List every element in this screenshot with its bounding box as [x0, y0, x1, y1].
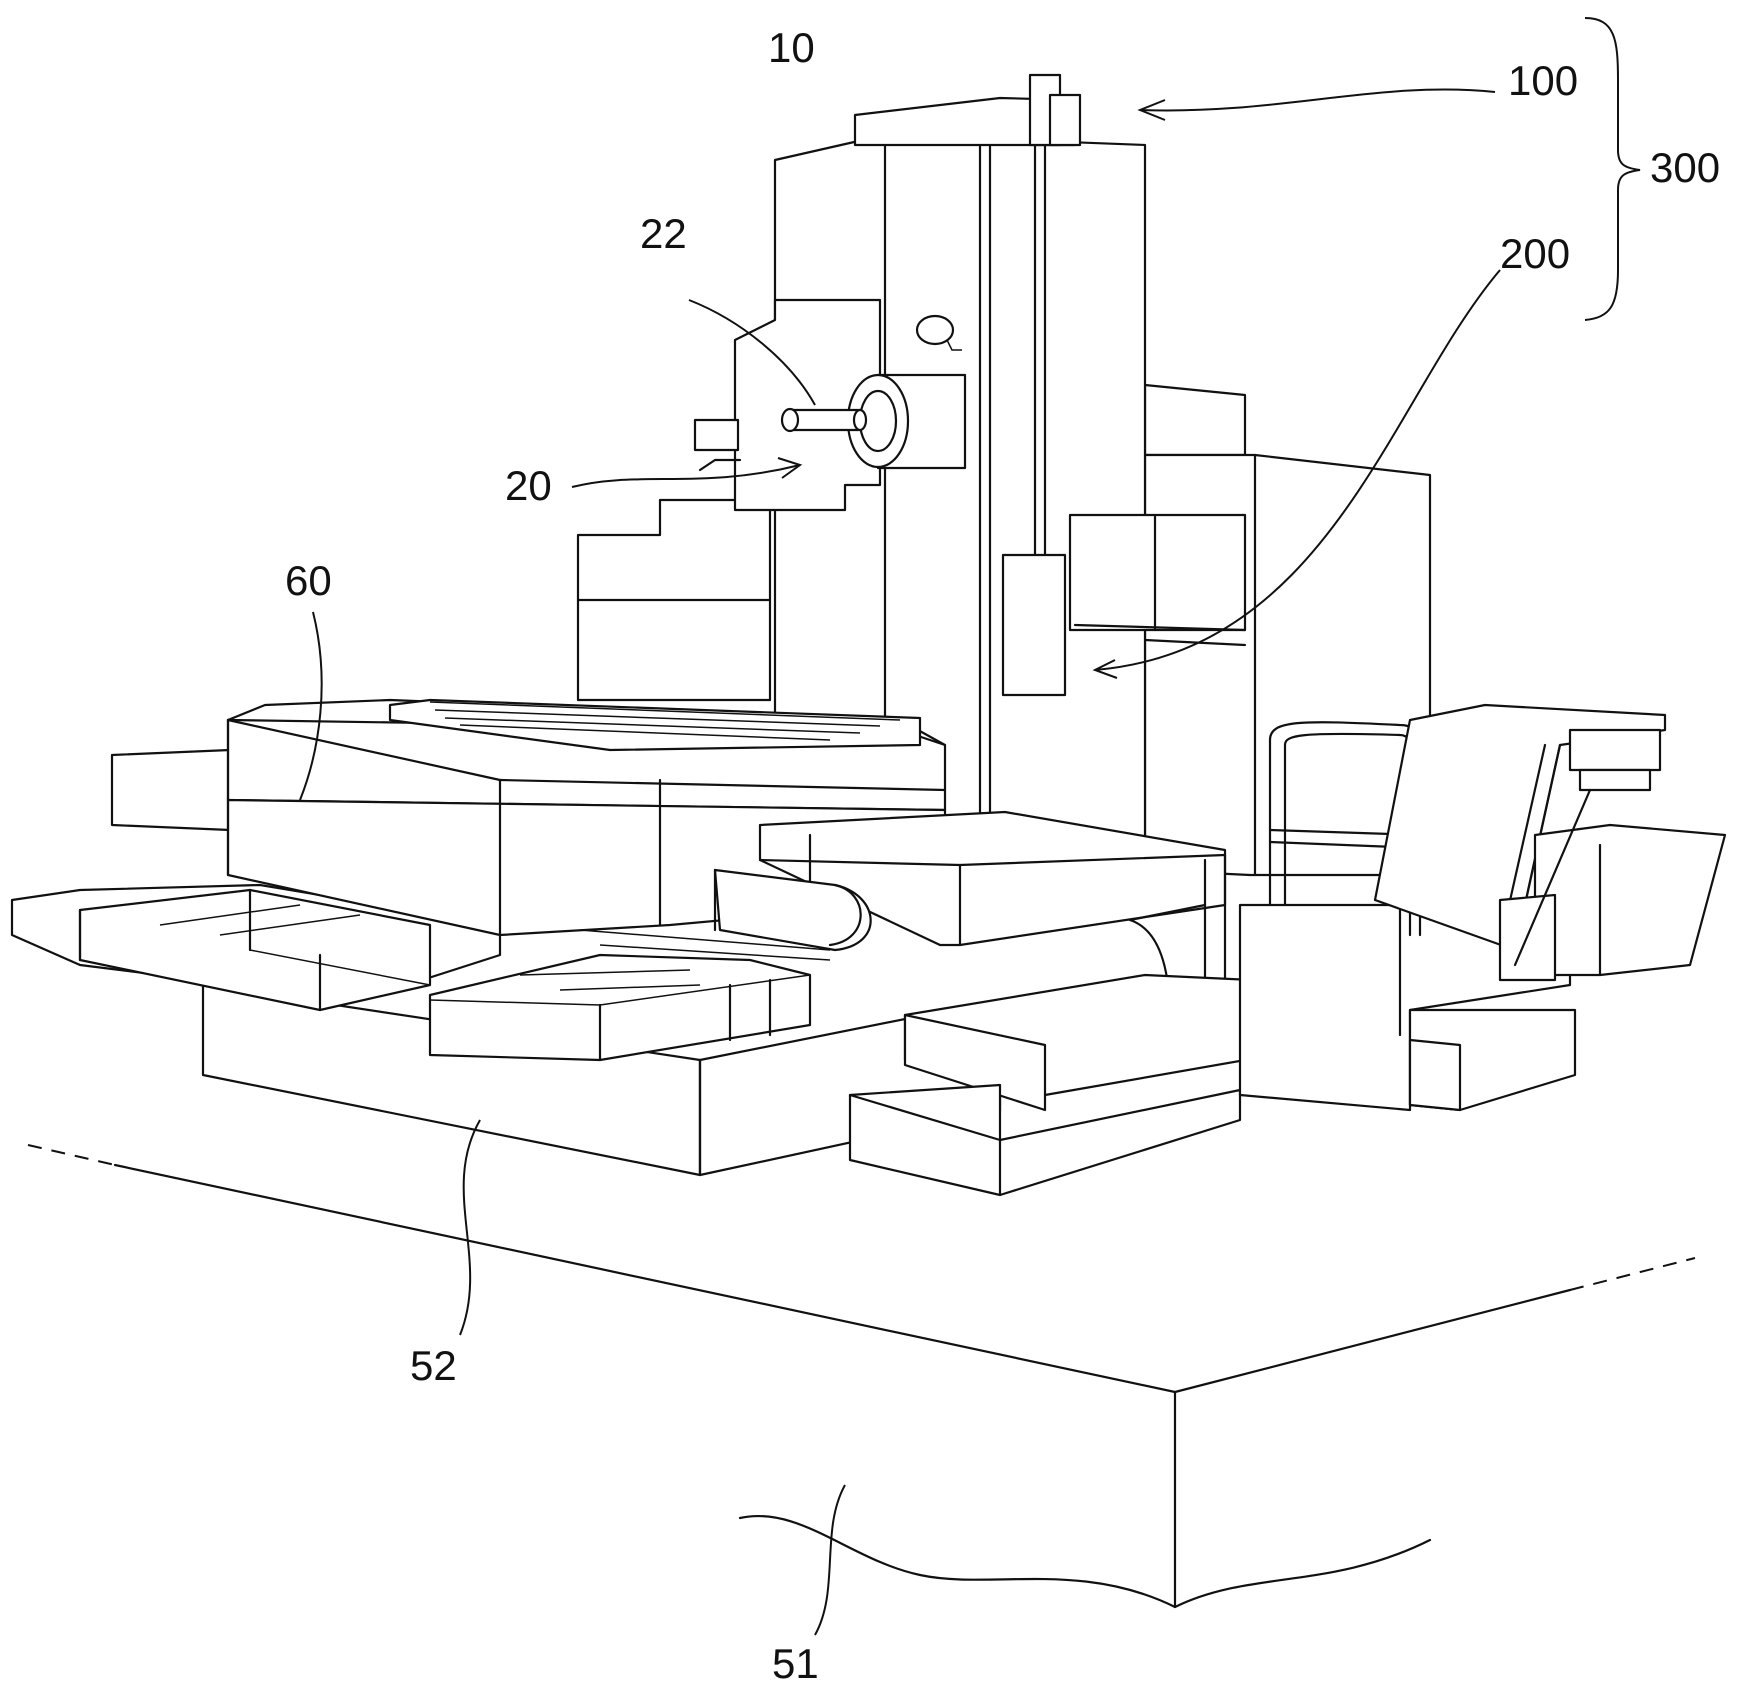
label-60: 60 — [285, 557, 332, 604]
leader-51 — [814, 1484, 846, 1636]
leader-lines — [299, 17, 1641, 1636]
leader-52 — [459, 1119, 481, 1336]
leader-60 — [299, 611, 323, 801]
pallet-changer — [1238, 703, 1727, 1112]
leader-100 — [1139, 88, 1496, 112]
x-axis-covers — [10, 748, 812, 1062]
leader-22 — [688, 299, 816, 406]
label-20: 20 — [505, 462, 552, 509]
label-200: 200 — [1500, 230, 1570, 277]
floor-foundation — [27, 1144, 1696, 1609]
saddle-conveyor — [579, 810, 1227, 1022]
tool-changer-200 — [1001, 513, 1247, 697]
label-52: 52 — [410, 1342, 457, 1389]
reference-labels: 10 100 300 22 200 20 60 52 51 — [285, 24, 1720, 1687]
label-100: 100 — [1508, 57, 1578, 104]
label-22: 22 — [640, 210, 687, 257]
label-51: 51 — [772, 1640, 819, 1687]
brace-300 — [1584, 17, 1641, 321]
label-10: 10 — [768, 24, 815, 71]
label-300: 300 — [1650, 144, 1720, 191]
leader-20 — [571, 464, 801, 488]
leader-200 — [1094, 269, 1501, 671]
